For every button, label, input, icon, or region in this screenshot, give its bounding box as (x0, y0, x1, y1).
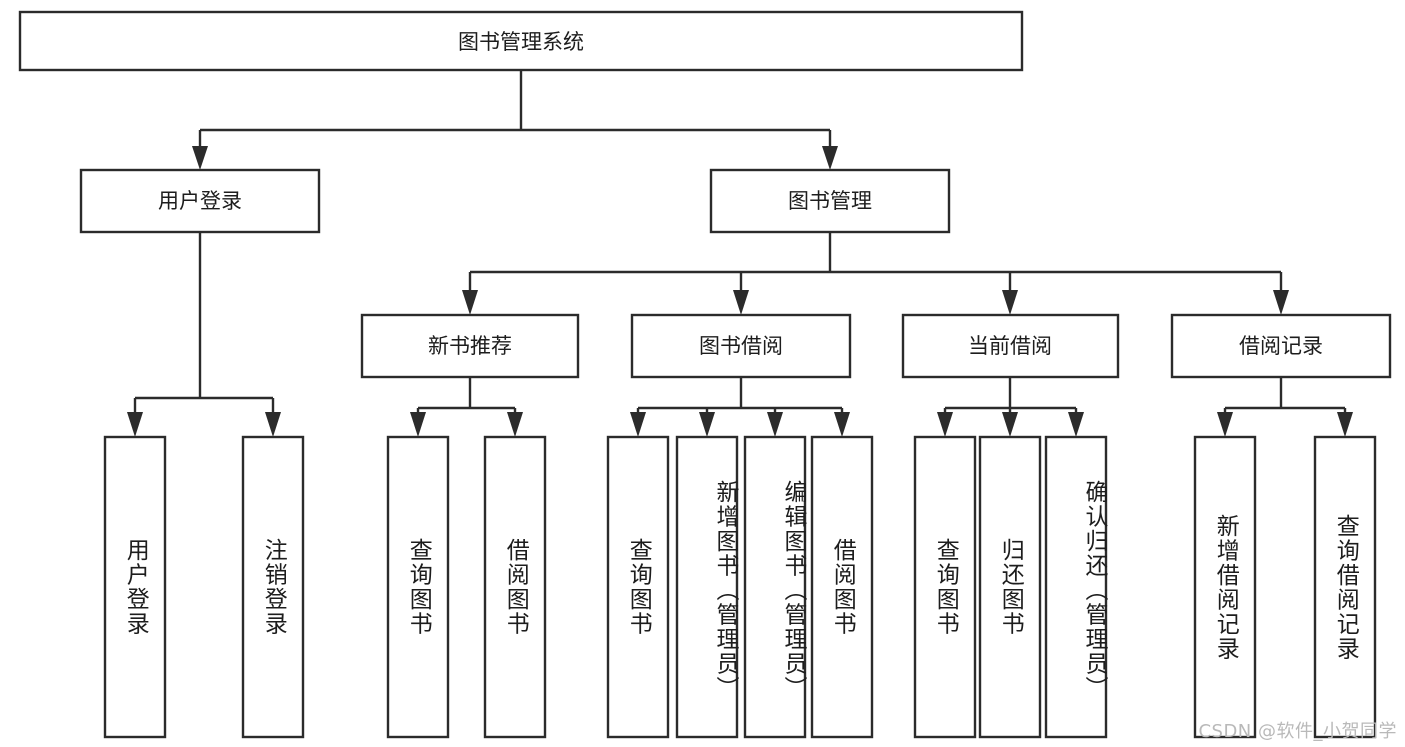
leaf-node[interactable] (103, 435, 167, 739)
leaf-node[interactable] (241, 435, 305, 739)
node-current-borrow[interactable]: 当前借阅 (901, 313, 1120, 379)
node-root[interactable]: 图书管理系统 (18, 10, 1024, 72)
node-book-management[interactable]: 图书管理 (709, 168, 951, 234)
leaf-node[interactable] (675, 435, 739, 739)
node-new-book-recommend[interactable]: 新书推荐 (360, 313, 580, 379)
node-user-login-label: 用户登录 (158, 189, 242, 213)
leaf-node[interactable] (1193, 435, 1257, 739)
leaf-node[interactable] (913, 435, 977, 739)
node-book-borrow[interactable]: 图书借阅 (630, 313, 852, 379)
leaf-node[interactable] (1313, 435, 1377, 739)
leaf-node[interactable] (743, 435, 807, 739)
connector-root-to-level2 (192, 70, 838, 170)
connector-current-to-leaves (937, 377, 1084, 437)
leaf-node[interactable] (386, 435, 450, 739)
leaf-nodes (103, 435, 1377, 739)
node-book-management-label: 图书管理 (788, 189, 872, 213)
node-root-label: 图书管理系统 (458, 30, 584, 54)
watermark: CSDN @软件_小贺同学 (1198, 721, 1397, 742)
node-borrow-record[interactable]: 借阅记录 (1170, 313, 1392, 379)
connector-record-to-leaves (1217, 377, 1353, 437)
connector-userlogin-to-leaves (127, 232, 281, 437)
leaf-node[interactable] (483, 435, 547, 739)
connector-bookmgmt-to-level3 (462, 232, 1289, 315)
node-new-book-recommend-label: 新书推荐 (428, 334, 512, 358)
leaf-node[interactable] (978, 435, 1042, 739)
leaf-node[interactable] (606, 435, 670, 739)
leaf-node[interactable] (810, 435, 874, 739)
node-current-borrow-label: 当前借阅 (968, 334, 1052, 358)
connector-borrow-to-leaves (630, 377, 850, 437)
leaf-node[interactable] (1044, 435, 1108, 739)
node-book-borrow-label: 图书借阅 (699, 334, 783, 358)
node-borrow-record-label: 借阅记录 (1239, 334, 1323, 358)
node-user-login[interactable]: 用户登录 (79, 168, 321, 234)
connector-newbook-to-leaves (410, 377, 523, 437)
